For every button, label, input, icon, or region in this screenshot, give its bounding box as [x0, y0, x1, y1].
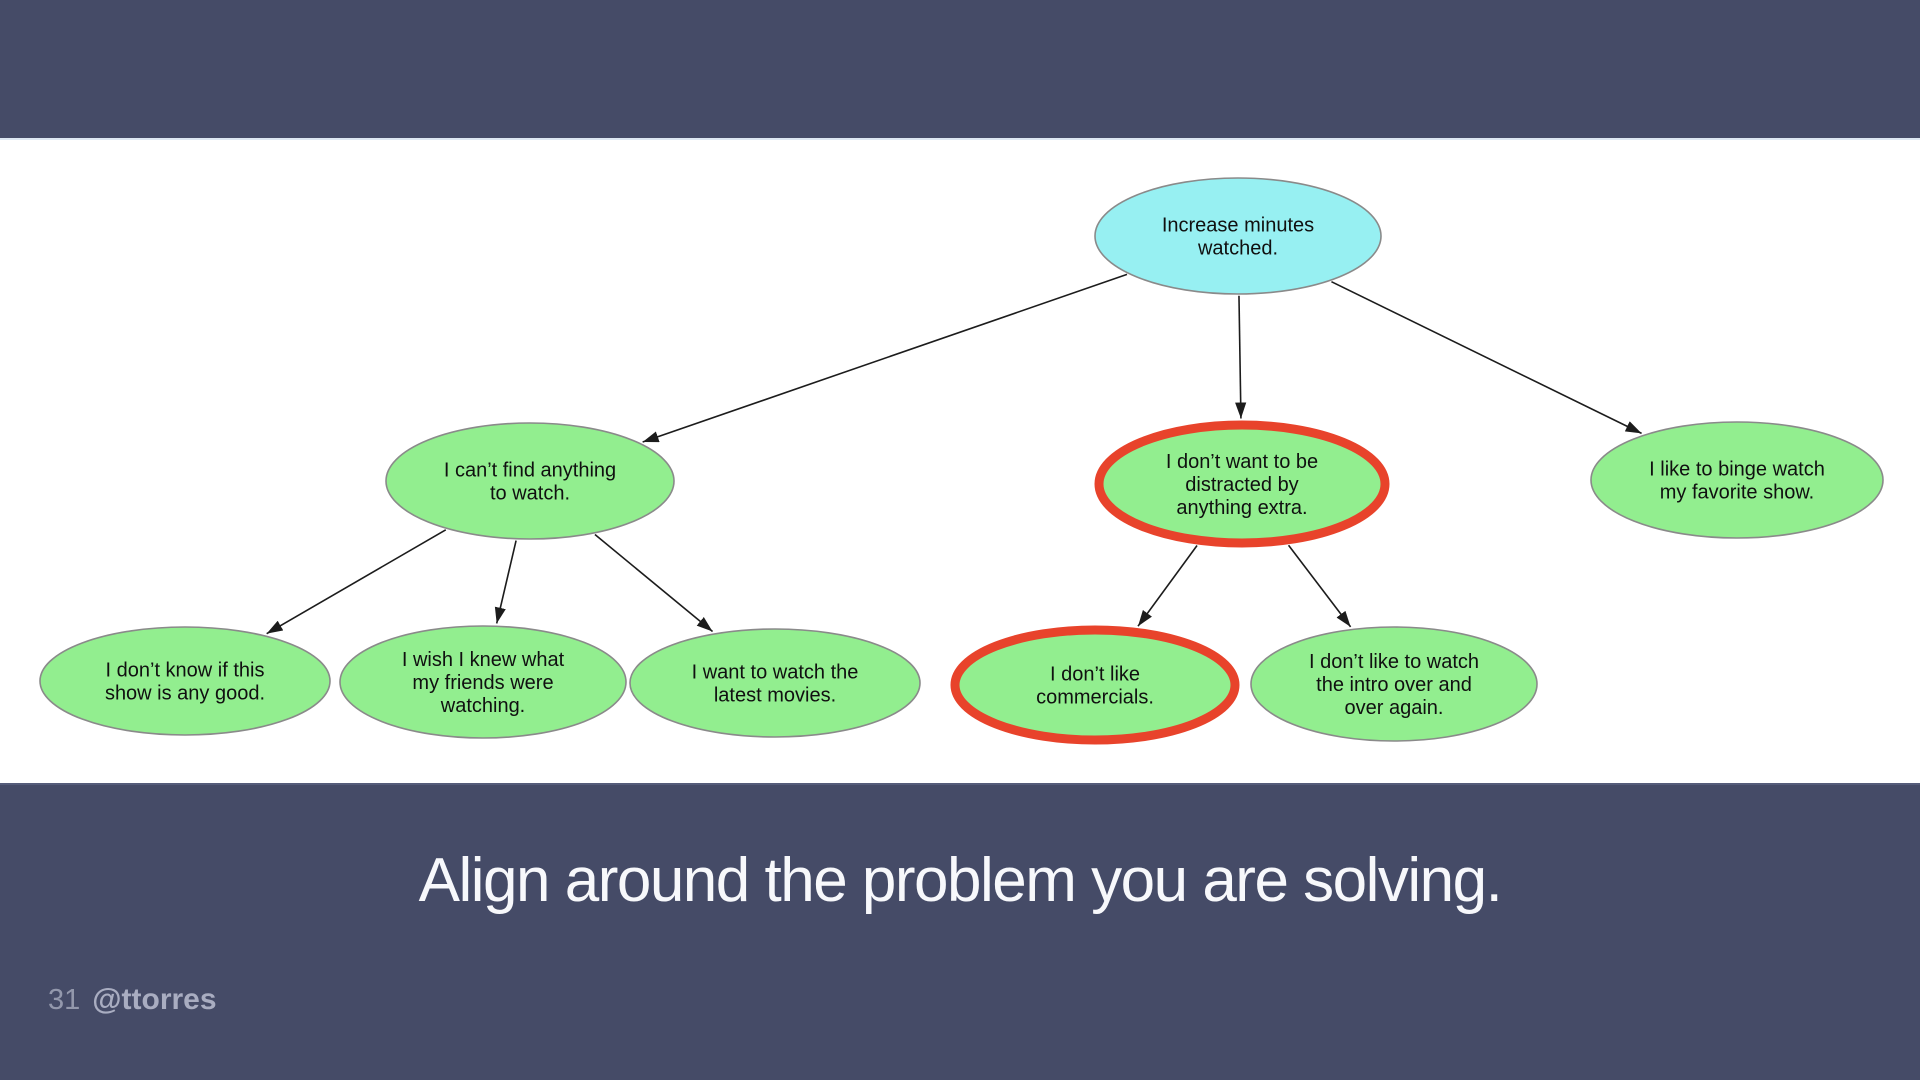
tree-edge-root-c3	[1331, 280, 1642, 435]
top-band	[0, 0, 1920, 140]
footer: 31 @ttorres	[48, 983, 217, 1017]
tree-edge-c2-g5	[1287, 544, 1352, 628]
bottom-band: Align around the problem you are solving…	[0, 783, 1920, 1080]
tree-edge-c1-g1	[266, 529, 447, 635]
tree-edge-c2-g4	[1137, 545, 1198, 627]
page-number: 31	[48, 984, 81, 1016]
tree-edge-root-c2	[1235, 295, 1247, 419]
tree-edge-root-c1	[642, 273, 1128, 443]
tree-edge-c1-g3	[594, 533, 714, 633]
twitter-handle: @ttorres	[92, 983, 217, 1016]
tree-edge-c1-g2	[494, 540, 517, 624]
headline: Align around the problem you are solving…	[418, 846, 1503, 915]
